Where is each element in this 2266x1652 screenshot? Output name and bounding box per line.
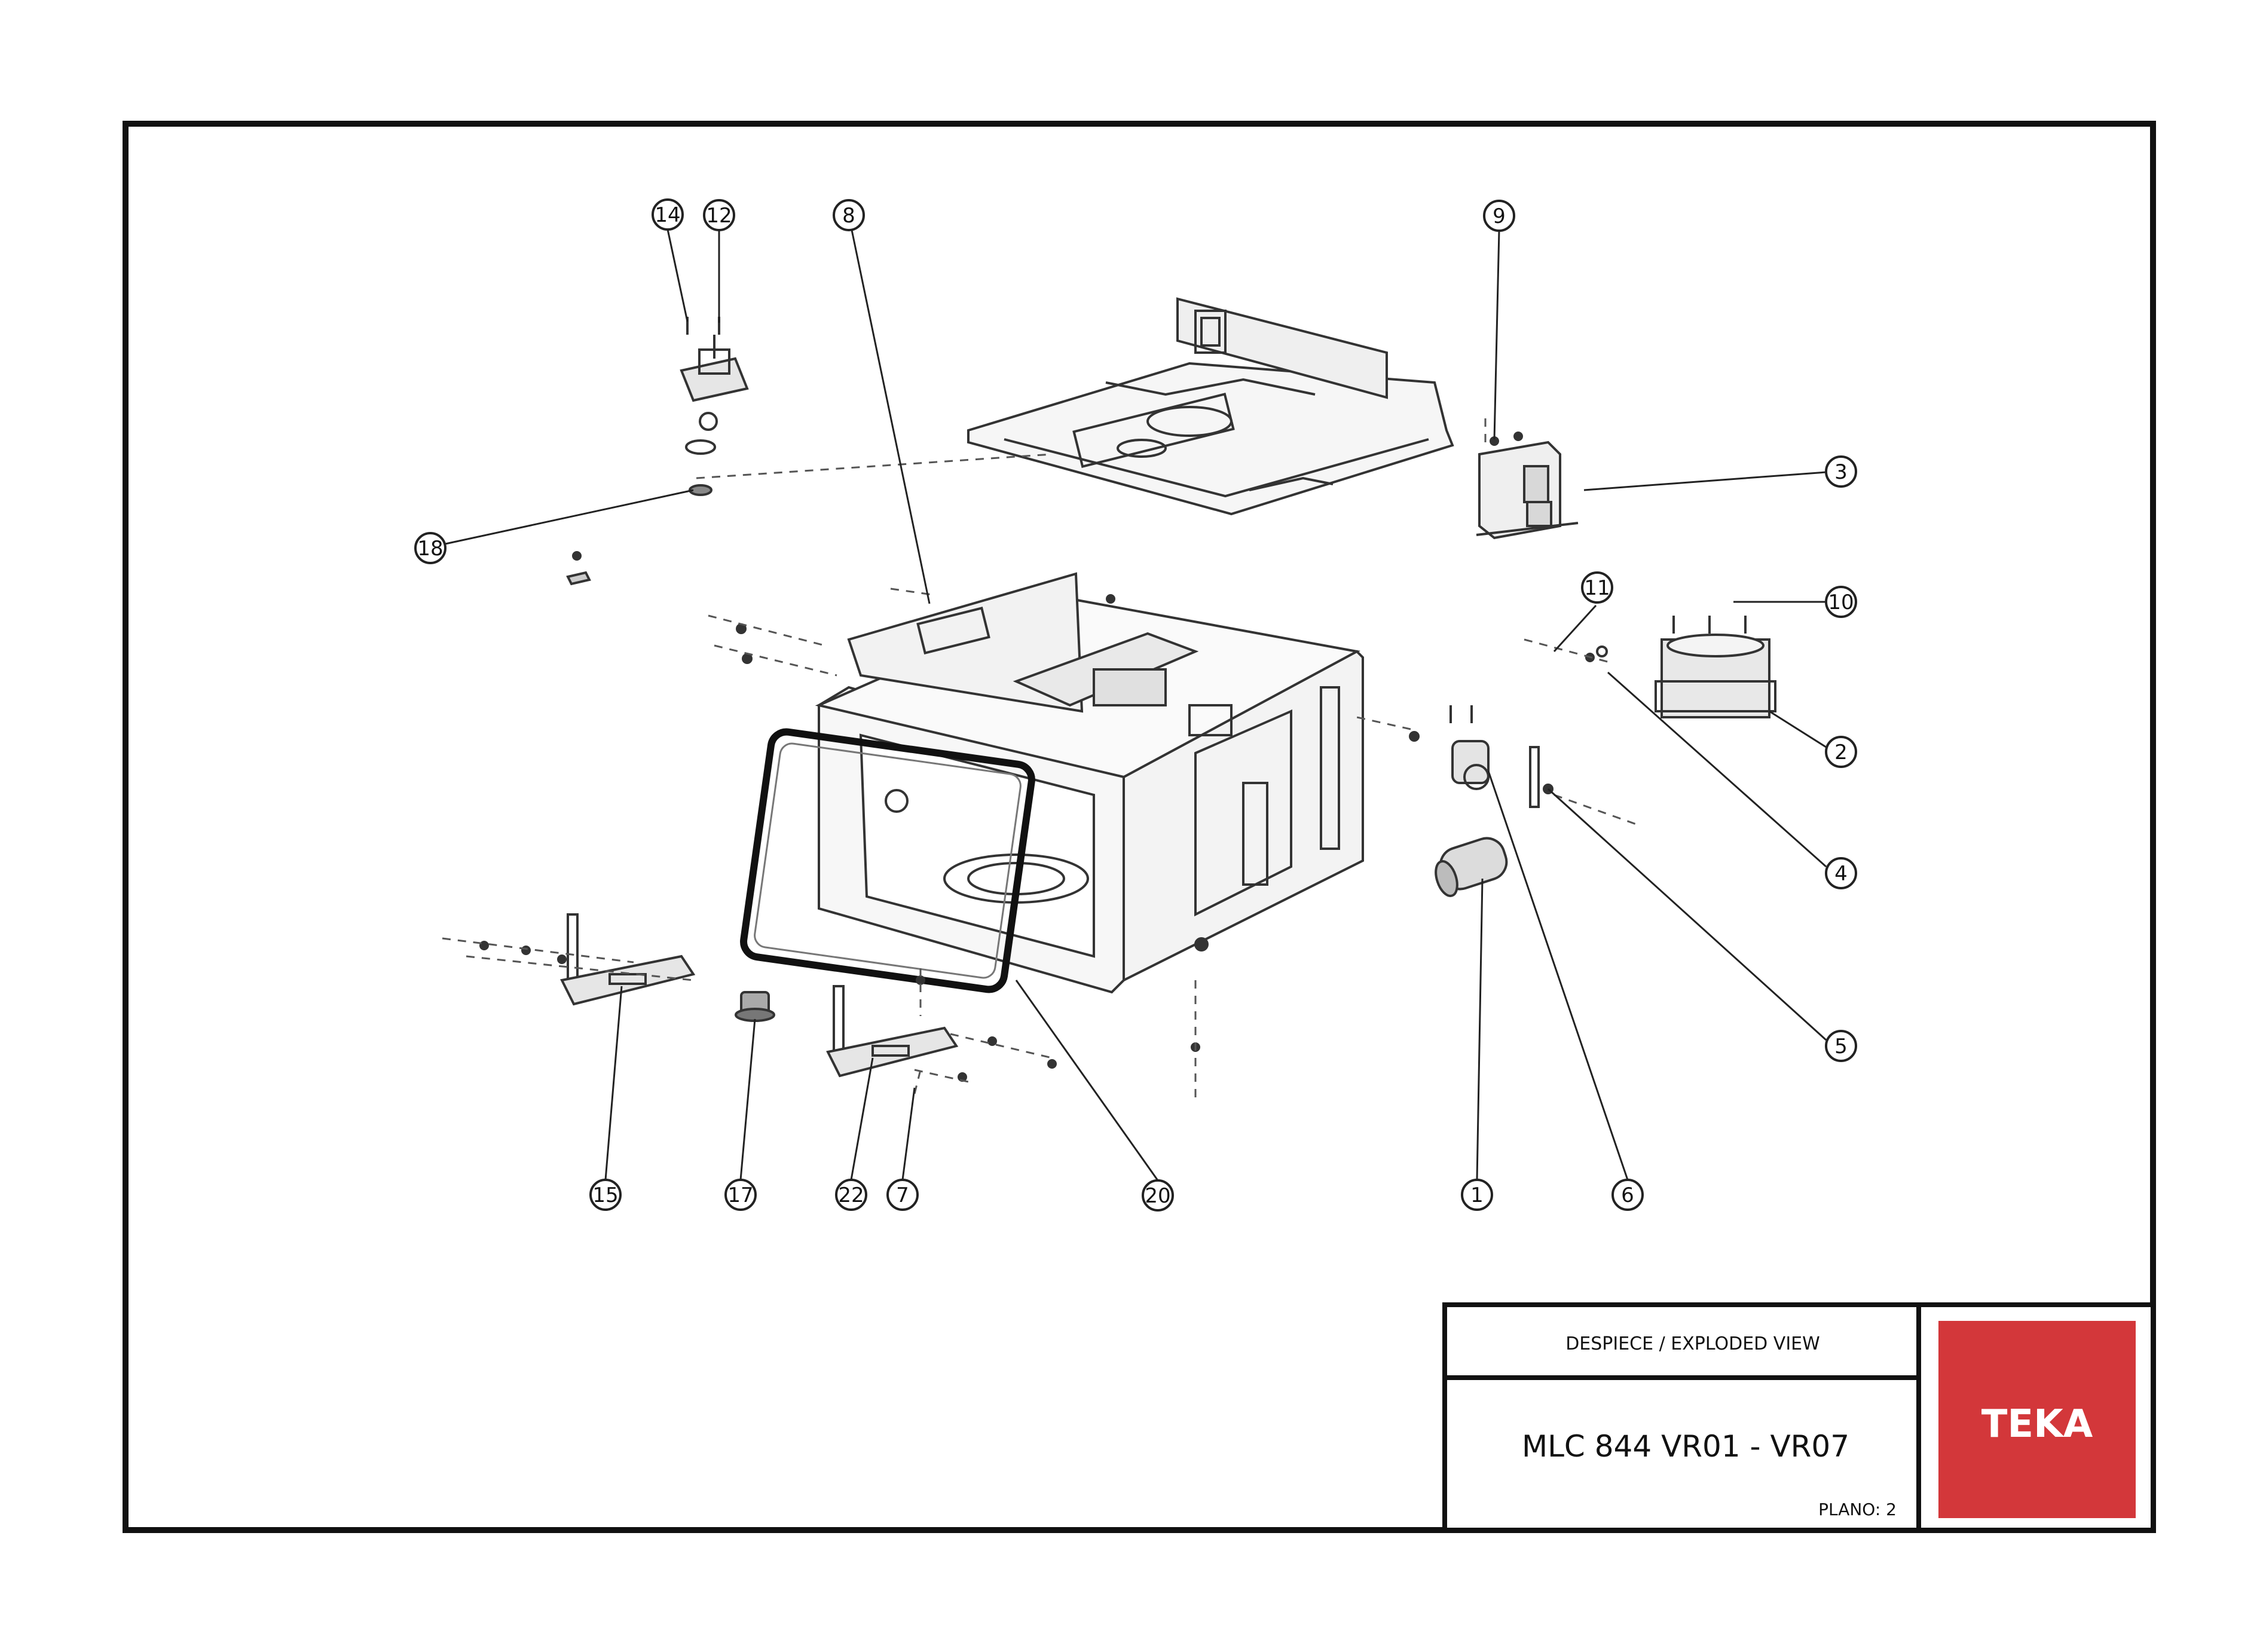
svg-text:6: 6 bbox=[1621, 1183, 1634, 1207]
leader-4 bbox=[1607, 671, 1827, 868]
fan-motor bbox=[680, 317, 749, 496]
svg-text:10: 10 bbox=[1828, 591, 1854, 614]
assembly-dash-lines bbox=[442, 418, 1638, 1100]
title-block-heading: DESPIECE / EXPLODED VIEW bbox=[1565, 1333, 1820, 1354]
leader-7 bbox=[901, 1087, 916, 1180]
callout-6[interactable]: 6 bbox=[1611, 1179, 1644, 1211]
svg-text:14: 14 bbox=[655, 203, 680, 227]
svg-text:2: 2 bbox=[1834, 741, 1848, 764]
leader-9 bbox=[1493, 230, 1500, 440]
top-cover-plate bbox=[967, 297, 1454, 516]
callout-20[interactable]: 20 bbox=[1142, 1179, 1174, 1212]
callout-8[interactable]: 8 bbox=[833, 199, 865, 231]
svg-text:5: 5 bbox=[1834, 1035, 1848, 1058]
svg-text:11: 11 bbox=[1584, 576, 1610, 600]
svg-text:12: 12 bbox=[706, 204, 732, 228]
leader-20 bbox=[1015, 980, 1159, 1181]
callout-3[interactable]: 3 bbox=[1825, 455, 1857, 488]
leader-6 bbox=[1487, 770, 1629, 1180]
leader-17 bbox=[739, 1018, 756, 1180]
callout-1[interactable]: 1 bbox=[1461, 1179, 1493, 1211]
callout-4[interactable]: 4 bbox=[1825, 857, 1857, 889]
svg-text:18: 18 bbox=[417, 537, 443, 561]
teka-logo: TEKA bbox=[1938, 1321, 2136, 1518]
transformer bbox=[1476, 440, 1579, 540]
leader-15 bbox=[604, 986, 623, 1180]
leader-8 bbox=[851, 230, 931, 604]
svg-text:22: 22 bbox=[838, 1183, 864, 1207]
callout-9[interactable]: 9 bbox=[1483, 200, 1515, 232]
callout-14[interactable]: 14 bbox=[652, 198, 684, 231]
svg-text:3: 3 bbox=[1834, 460, 1848, 484]
callout-12[interactable]: 12 bbox=[703, 199, 735, 231]
callout-15[interactable]: 15 bbox=[589, 1179, 622, 1211]
parts-drawing bbox=[479, 297, 1776, 1082]
magnetron bbox=[1655, 616, 1776, 718]
capacitor bbox=[1435, 837, 1508, 897]
leader-14 bbox=[666, 229, 689, 322]
callouts: 14 12 8 9 3 18 11 10 bbox=[414, 198, 1857, 1212]
leader-11 bbox=[1553, 604, 1597, 653]
callout-11[interactable]: 11 bbox=[1581, 571, 1613, 604]
callout-5[interactable]: 5 bbox=[1825, 1030, 1857, 1062]
svg-text:15: 15 bbox=[592, 1183, 618, 1207]
svg-text:4: 4 bbox=[1834, 862, 1848, 886]
left-hinge bbox=[560, 913, 696, 1006]
callout-22[interactable]: 22 bbox=[835, 1179, 867, 1211]
svg-text:8: 8 bbox=[842, 204, 855, 228]
leader-22 bbox=[850, 1057, 874, 1180]
svg-text:1: 1 bbox=[1470, 1183, 1484, 1207]
drawing-frame bbox=[123, 121, 2156, 1533]
svg-text:9: 9 bbox=[1493, 204, 1506, 228]
svg-text:7: 7 bbox=[896, 1183, 909, 1207]
callout-17[interactable]: 17 bbox=[724, 1179, 757, 1211]
leader-2 bbox=[1769, 710, 1827, 748]
oven-cavity bbox=[815, 572, 1364, 994]
callout-2[interactable]: 2 bbox=[1825, 736, 1857, 768]
leader-3 bbox=[1583, 471, 1827, 491]
thermostat bbox=[1449, 705, 1490, 790]
model-name: MLC 844 VR01 - VR07 bbox=[1522, 1429, 1849, 1464]
leader-5 bbox=[1547, 788, 1827, 1041]
callout-10[interactable]: 10 bbox=[1825, 586, 1857, 618]
callout-7[interactable]: 7 bbox=[886, 1179, 919, 1211]
door-gasket bbox=[740, 728, 1035, 993]
leader-1 bbox=[1476, 878, 1484, 1180]
plan-number: PLANO: 2 bbox=[1818, 1500, 1897, 1519]
leader-18 bbox=[445, 489, 694, 545]
callout-18[interactable]: 18 bbox=[414, 532, 447, 564]
fuse-holder bbox=[1529, 746, 1540, 808]
svg-text:17: 17 bbox=[727, 1183, 753, 1207]
svg-text:20: 20 bbox=[1145, 1184, 1170, 1208]
callout-leaders bbox=[445, 229, 1827, 1181]
foot bbox=[735, 991, 775, 1022]
right-hinge bbox=[826, 985, 959, 1078]
logo-text: TEKA bbox=[1981, 1402, 2093, 1446]
